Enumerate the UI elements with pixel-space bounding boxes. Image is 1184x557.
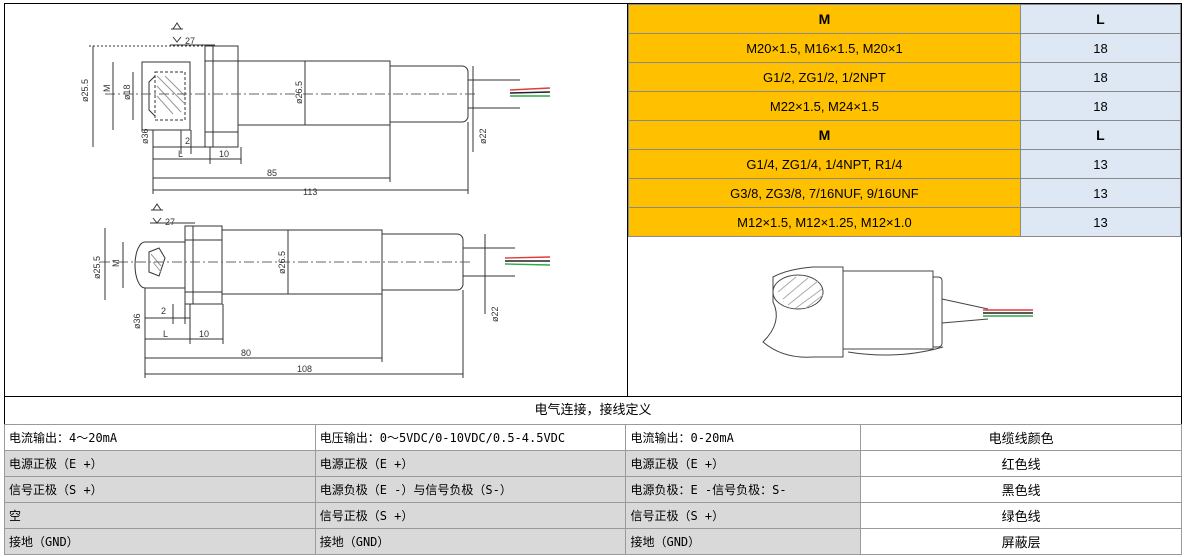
wiring-row: 电源正极（E +）电源正极（E +）电源正极（E +）红色线	[4, 450, 1182, 477]
wiring-cell: 空	[4, 502, 316, 529]
page-frame	[4, 3, 1182, 555]
spec-thread-cell: G3/8, ZG3/8, 7/16NUF, 9/16UNF	[628, 178, 1021, 208]
d2-dia-tail: ø22	[490, 306, 500, 322]
wiring-cell: 信号正极（S +）	[314, 502, 627, 529]
d1-dia-thread: M	[102, 85, 112, 93]
wiring-row: 信号正极（S +）电源负极（E -）与信号负极（S-）电源负极：E -信号负极：…	[4, 476, 1182, 503]
spec-thread-cell: M20×1.5, M16×1.5, M20×1	[628, 33, 1021, 63]
wire-color-cell: 黑色线	[860, 476, 1182, 503]
d2-dia-outer: ø25.5	[92, 256, 102, 279]
wiring-row: 接地（GND）接地（GND）接地（GND）屏蔽层	[4, 528, 1182, 555]
d1-dia-body: ø26.5	[294, 81, 304, 104]
wiring-cell: 信号正极（S +）	[625, 502, 862, 529]
wire-color-cell: 绿色线	[860, 502, 1182, 529]
d1-dim-10: 10	[219, 149, 229, 159]
drawing-1-wires	[509, 87, 551, 97]
spec-length-cell: 13	[1019, 207, 1182, 237]
spec-thread-cell: M12×1.5, M12×1.25, M12×1.0	[628, 207, 1021, 237]
spec-length-cell: 13	[1019, 178, 1182, 208]
spec-length-cell: 18	[1019, 33, 1182, 63]
d2-wrench-label: 27	[165, 217, 175, 227]
d2-dim-10: 10	[199, 329, 209, 339]
spec-length-cell: 13	[1019, 149, 1182, 179]
d2-dim-108: 108	[297, 364, 312, 374]
connection-title: 电气连接，接线定义	[534, 403, 652, 418]
d1-dim-2: 2	[185, 136, 190, 146]
wiring-cell: 接地（GND）	[625, 528, 862, 555]
wiring-cell: 接地（GND）	[4, 528, 316, 555]
wiring-header-cell: 电流输出：4～20mA	[4, 424, 316, 451]
d1-dia-outer: ø25.5	[80, 79, 90, 102]
spec-length-cell: L	[1019, 120, 1182, 150]
d1-dim-113: 113	[303, 187, 317, 197]
wiring-cell: 信号正极（S +）	[4, 476, 316, 503]
d2-dia-bottom: ø36	[132, 313, 142, 329]
d2-dia-thread: M	[111, 260, 121, 268]
wiring-header-cell: 电缆线颜色	[860, 424, 1182, 451]
d1-dia-bottom: ø36	[140, 128, 150, 144]
drawing-1	[89, 22, 520, 194]
wiring-row: 空信号正极（S +）信号正极（S +）绿色线	[4, 502, 1182, 529]
spec-thread-cell: M	[628, 120, 1021, 150]
d1-dia-bore: ø18	[122, 84, 132, 100]
spec-length-cell: 18	[1019, 62, 1182, 92]
d1-dim-85: 85	[267, 168, 277, 178]
wiring-header-cell: 电流输出：0-20mA	[625, 424, 862, 451]
spec-length-cell: 18	[1019, 91, 1182, 121]
wiring-header-cell: 电压输出：0～5VDC/0-10VDC/0.5-4.5VDC	[314, 424, 627, 451]
wiring-cell: 电源正极（E +）	[625, 450, 862, 477]
d2-dim-L: L	[163, 329, 168, 339]
wire-color-cell: 红色线	[860, 450, 1182, 477]
drawing-2-wires	[504, 256, 551, 266]
spec-thread-cell: M	[628, 4, 1021, 34]
wiring-cell: 电源负极（E -）与信号负极（S-）	[314, 476, 627, 503]
d2-dia-body: ø26.5	[277, 251, 287, 274]
wiring-cell: 电源正极（E +）	[314, 450, 627, 477]
technical-drawing: 27 ø25.5 M ø18 ø26.5 ø36 ø22 2 L 10 85 1…	[80, 22, 551, 378]
d1-dim-L: L	[178, 149, 183, 159]
wiring-cell: 接地（GND）	[314, 528, 627, 555]
spec-thread-cell: G1/4, ZG1/4, 1/4NPT, R1/4	[628, 149, 1021, 179]
divider-horizontal	[4, 396, 1182, 397]
d1-wrench-label: 27	[185, 36, 195, 46]
divider-vertical	[627, 4, 628, 396]
spec-thread-cell: M22×1.5, M24×1.5	[628, 91, 1021, 121]
wiring-cell: 电源负极：E -信号负极：S-	[625, 476, 862, 503]
d2-dim-2: 2	[161, 306, 166, 316]
spec-thread-cell: G1/2, ZG1/2, 1/2NPT	[628, 62, 1021, 92]
drawing-2	[100, 203, 515, 378]
d1-dia-tail: ø22	[478, 128, 488, 144]
product-sketch	[762, 266, 1033, 358]
wire-color-cell: 屏蔽层	[860, 528, 1182, 555]
spec-length-cell: L	[1019, 4, 1182, 34]
wiring-cell: 电源正极（E +）	[4, 450, 316, 477]
d2-dim-80: 80	[241, 348, 251, 358]
